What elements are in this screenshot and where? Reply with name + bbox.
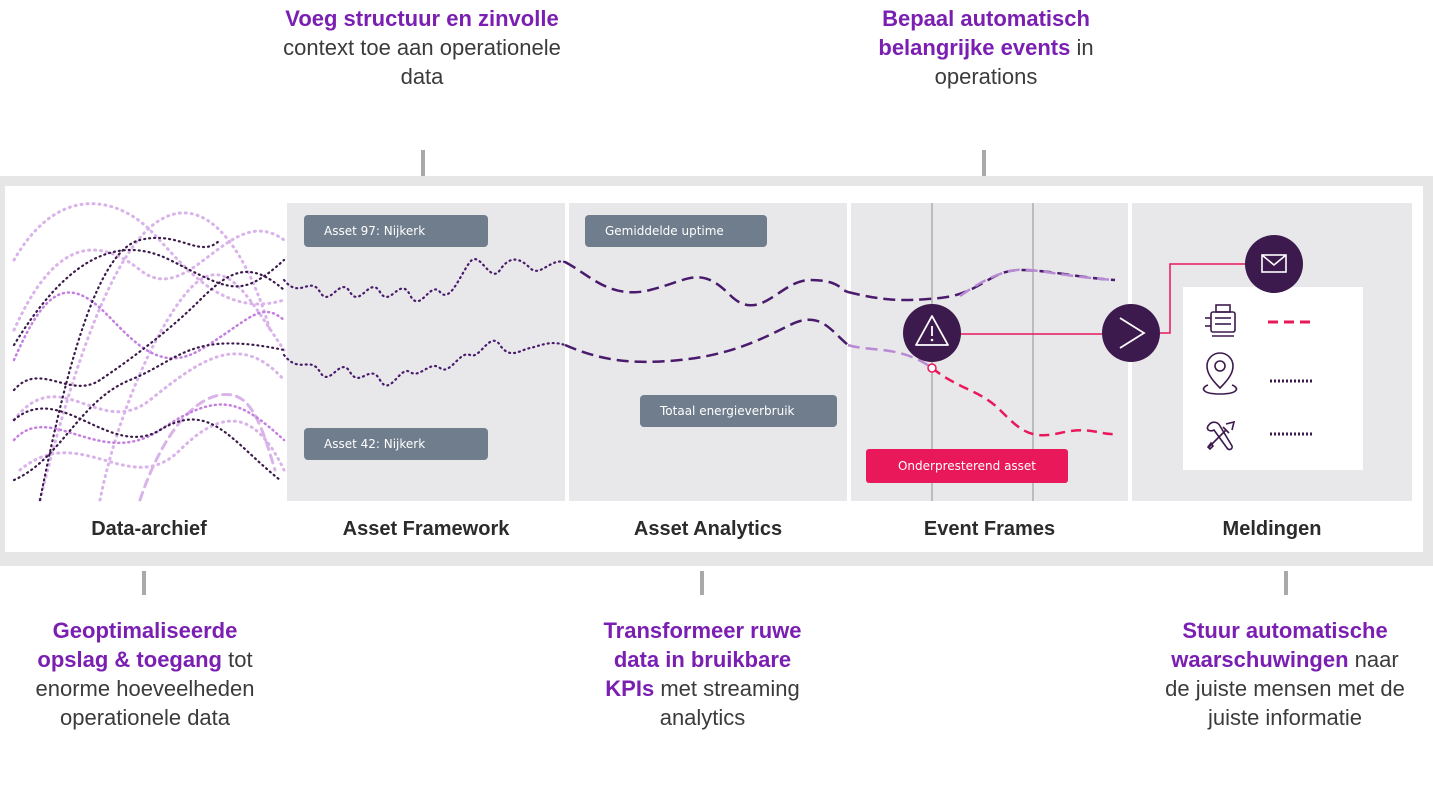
callout-alerts-connector (1284, 571, 1288, 595)
column-label-asset-analytics: Asset Analytics (633, 518, 783, 540)
callout-alerts-highlight: Stuur automatische waarschuwingen (1171, 618, 1388, 672)
warning-icon (903, 304, 961, 362)
callout-transform: Transformeer ruwe data in bruikbare KPIs… (595, 616, 810, 732)
callout-storage: Geoptimaliseerde opslag & toegang tot en… (20, 616, 270, 732)
callout-transform-connector (700, 571, 704, 595)
callout-transform-text: met streaming analytics (659, 676, 800, 730)
column-label-event-frames: Event Frames (923, 518, 1056, 540)
event-frames-graphics (847, 203, 1116, 501)
callout-storage-connector (142, 571, 146, 595)
motor-icon (1205, 304, 1236, 337)
callout-structure-text: context toe aan operationele data (283, 35, 561, 89)
callout-structure: Voeg structuur en zinvolle context toe a… (272, 4, 572, 91)
mail-icon (1245, 235, 1303, 293)
callout-alerts: Stuur automatische waarschuwingen naar d… (1160, 616, 1410, 732)
column-asset-analytics (569, 203, 847, 501)
callout-structure-highlight: Voeg structuur en zinvolle (285, 6, 559, 31)
tag-asset-42: Asset 42: Nijkerk (304, 428, 488, 460)
tools-icon (1206, 420, 1236, 451)
asset-analytics-lines (564, 260, 849, 364)
location-pin-icon (1202, 352, 1238, 395)
arrow-right-icon (1102, 304, 1160, 362)
tag-average-uptime: Gemiddelde uptime (585, 215, 767, 247)
callout-events-connector (982, 150, 986, 176)
asset-framework-lines (282, 258, 567, 387)
column-label-data-archive: Data-archief (91, 518, 207, 540)
tag-asset-97: Asset 97: Nijkerk (304, 215, 488, 247)
column-label-notifications: Meldingen (1222, 518, 1322, 540)
callout-alerts-text: naar de juiste mensen met de juiste info… (1165, 647, 1405, 730)
callout-events: Bepaal automatisch belangrijke events in… (856, 4, 1116, 91)
callout-storage-highlight: Geoptimaliseerde opslag & toegang (37, 618, 238, 672)
data-archive-lines (12, 202, 286, 502)
callout-storage-text: tot enorme hoeveelheden operationele dat… (35, 647, 255, 730)
tag-underperforming-asset: Onderpresterend asset (866, 449, 1068, 483)
callout-events-highlight: Bepaal automatisch belangrijke events (878, 6, 1090, 60)
callout-events-text: in operations (934, 35, 1094, 89)
tag-total-energy: Totaal energieverbruik (640, 395, 837, 427)
column-label-asset-framework: Asset Framework (342, 518, 510, 540)
callout-transform-highlight: Transformeer ruwe data in bruikbare KPIs (603, 618, 802, 701)
callout-structure-connector (421, 150, 425, 176)
notification-card (1183, 287, 1363, 470)
